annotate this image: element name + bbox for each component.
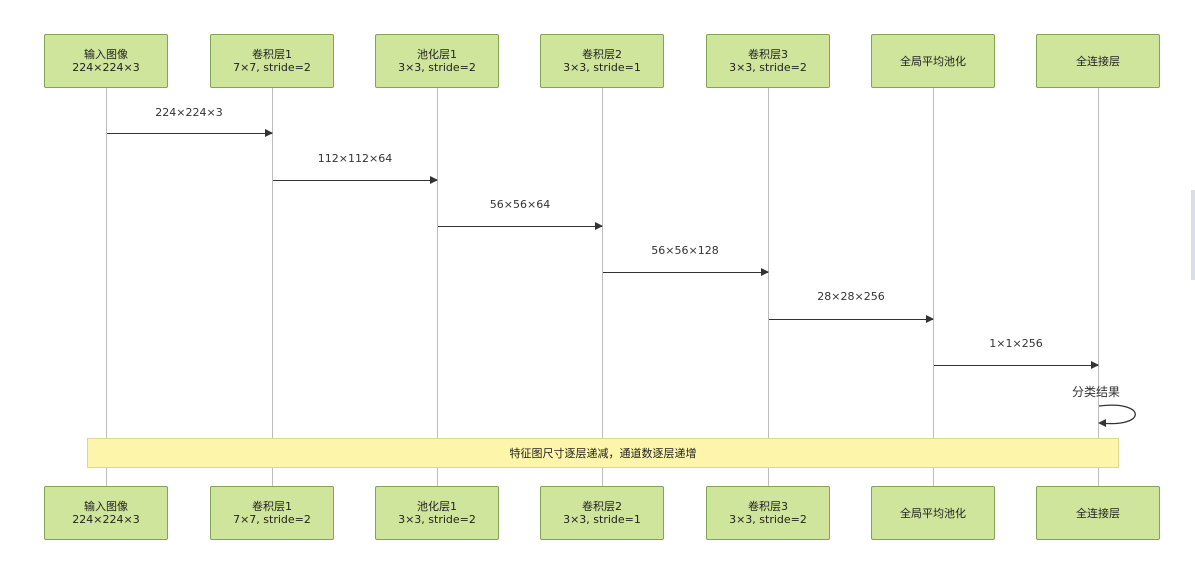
lifeline-conv3 — [768, 88, 769, 486]
participant-name: 卷积层3 — [748, 48, 788, 61]
self-loop-arrow — [1098, 404, 1136, 427]
participant-conv1-top: 卷积层1 7×7, stride=2 — [210, 34, 334, 88]
participant-conv1-bottom: 卷积层1 7×7, stride=2 — [210, 486, 334, 540]
participant-detail: 7×7, stride=2 — [233, 513, 311, 526]
participant-conv3-top: 卷积层3 3×3, stride=2 — [706, 34, 830, 88]
participant-detail: 3×3, stride=1 — [563, 61, 641, 74]
participant-detail: 3×3, stride=2 — [398, 61, 476, 74]
arrowhead-icon — [761, 268, 769, 276]
lifeline-conv1 — [272, 88, 273, 486]
participant-fc-bottom: 全连接层 — [1036, 486, 1160, 540]
self-message-label: 分类结果 — [1072, 385, 1121, 399]
lifeline-pool1 — [437, 88, 438, 486]
participant-detail: 3×3, stride=1 — [563, 513, 641, 526]
participant-detail: 224×224×3 — [72, 513, 140, 526]
participant-name: 全局平均池化 — [900, 506, 966, 520]
participant-conv2-bottom: 卷积层2 3×3, stride=1 — [540, 486, 664, 540]
participant-name: 全连接层 — [1076, 54, 1120, 68]
participant-name: 全局平均池化 — [900, 54, 966, 68]
note-box: 特征图尺寸逐层递减，通道数逐层递增 — [87, 438, 1119, 468]
participant-conv2-top: 卷积层2 3×3, stride=1 — [540, 34, 664, 88]
participant-fc-top: 全连接层 — [1036, 34, 1160, 88]
participant-pool1-top: 池化层1 3×3, stride=2 — [375, 34, 499, 88]
participant-detail: 3×3, stride=2 — [398, 513, 476, 526]
message-label: 56×56×64 — [489, 198, 551, 211]
participant-pool1-bottom: 池化层1 3×3, stride=2 — [375, 486, 499, 540]
participant-input-image-top: 输入图像 224×224×3 — [44, 34, 168, 88]
participant-name: 卷积层1 — [252, 500, 292, 513]
participant-conv3-bottom: 卷积层3 3×3, stride=2 — [706, 486, 830, 540]
participant-name: 卷积层1 — [252, 48, 292, 61]
participant-name: 全连接层 — [1076, 506, 1120, 520]
arrowhead-icon — [430, 176, 438, 184]
participant-name: 卷积层3 — [748, 500, 788, 513]
message-label: 28×28×256 — [817, 290, 885, 303]
participant-detail: 3×3, stride=2 — [729, 61, 807, 74]
participant-name: 池化层1 — [417, 48, 457, 61]
participant-name: 卷积层2 — [582, 500, 622, 513]
arrowhead-icon — [595, 222, 603, 230]
arrowhead-icon — [926, 315, 934, 323]
participant-gap-bottom: 全局平均池化 — [871, 486, 995, 540]
participant-gap-top: 全局平均池化 — [871, 34, 995, 88]
message-arrow — [603, 268, 769, 276]
window-edge — [1191, 190, 1195, 280]
participant-input-image-bottom: 输入图像 224×224×3 — [44, 486, 168, 540]
arrowhead-icon — [265, 129, 273, 137]
lifeline-gap — [933, 88, 934, 486]
message-arrow — [934, 361, 1099, 369]
participant-detail: 224×224×3 — [72, 61, 140, 74]
message-label: 224×224×3 — [155, 106, 223, 119]
participant-detail: 7×7, stride=2 — [233, 61, 311, 74]
message-label: 56×56×128 — [651, 244, 719, 257]
lifeline-input-image — [106, 88, 107, 486]
message-label: 112×112×64 — [317, 152, 393, 165]
arrowhead-icon — [1091, 361, 1099, 369]
note-text: 特征图尺寸逐层递减，通道数逐层递增 — [509, 447, 697, 460]
participant-name: 输入图像 — [84, 48, 128, 61]
participant-detail: 3×3, stride=2 — [729, 513, 807, 526]
lifeline-conv2 — [602, 88, 603, 486]
lifeline-fc — [1098, 88, 1099, 486]
message-arrow — [107, 129, 273, 137]
participant-name: 池化层1 — [417, 500, 457, 513]
message-arrow — [273, 176, 438, 184]
participant-name: 输入图像 — [84, 500, 128, 513]
message-arrow — [769, 315, 934, 323]
message-arrow — [438, 222, 603, 230]
message-label: 1×1×256 — [989, 337, 1043, 350]
participant-name: 卷积层2 — [582, 48, 622, 61]
